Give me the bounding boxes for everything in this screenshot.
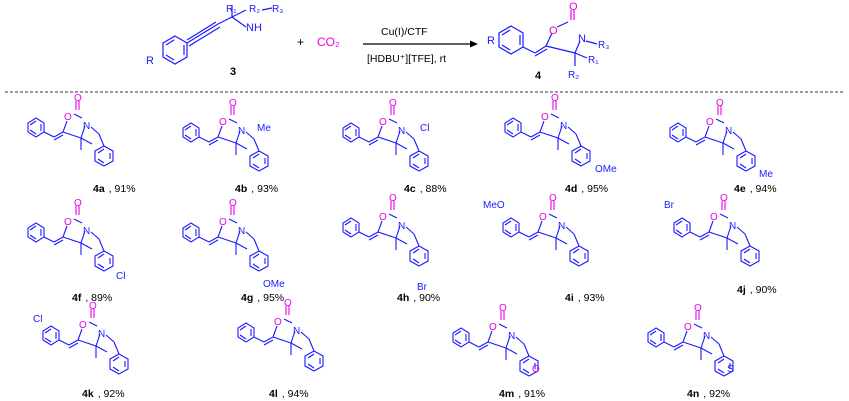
oxazolidinone-core xyxy=(342,97,415,156)
compound-id: 4k, 92% xyxy=(82,388,125,400)
product-n: N xyxy=(578,33,586,45)
product-r3: R₃ xyxy=(598,40,609,51)
reactant-r3: R₃ xyxy=(272,4,283,15)
n-benzyl-group xyxy=(409,138,429,172)
reactant-r1: R₁ xyxy=(226,4,237,15)
n-benzyl-group xyxy=(249,238,269,272)
compound-4i: MeO 4i, 93% xyxy=(483,192,605,304)
reactant-r2: R₂ xyxy=(249,4,260,15)
oxazolidinone-core xyxy=(673,192,746,251)
substituent-label: MeO xyxy=(483,200,505,211)
n-benzyl-group xyxy=(736,138,756,172)
substituent-label: OMe xyxy=(263,279,285,290)
compound-4k: Cl 4k, 92% xyxy=(33,300,129,400)
oxazolidinone-core xyxy=(342,192,415,251)
oxazolidinone-core xyxy=(182,97,255,156)
heteroatom-label: O xyxy=(532,364,540,375)
oxazolidinone-core xyxy=(27,92,100,151)
plus-sign: + xyxy=(297,35,304,49)
compound-id: 4a, 91% xyxy=(93,183,136,195)
reactant-label: 3 xyxy=(230,66,236,78)
substituent-label: Br xyxy=(417,282,428,293)
oxazolidinone-core xyxy=(27,197,100,256)
product-r1: R₁ xyxy=(588,55,599,66)
substituent-label: Me xyxy=(759,169,773,180)
oxazolidinone-core xyxy=(42,300,115,359)
compound-id: 4g, 95% xyxy=(241,292,284,304)
product-o-ring: O xyxy=(549,25,558,37)
oxazolidinone-core xyxy=(669,97,742,156)
condition-bottom: [HDBU⁺][TFE], rt xyxy=(367,53,446,65)
compound-grid: 4a, 91% Me 4b, 93% Cl 4c, 88% OMe 4d, 95% Me 4e,… xyxy=(27,92,777,400)
n-benzyl-group xyxy=(94,133,114,167)
arrow-head xyxy=(470,40,478,48)
n-benzyl-group xyxy=(304,338,324,372)
compound-id: 4c, 88% xyxy=(404,183,447,195)
compound-id: 4m, 91% xyxy=(499,388,545,400)
n-benzyl-group xyxy=(740,233,760,267)
compound-id: 4l, 94% xyxy=(269,388,309,400)
compound-4b: Me 4b, 93% xyxy=(182,97,278,195)
reactant-nh: NH xyxy=(246,22,262,34)
compound-4c: Cl 4c, 88% xyxy=(342,97,447,195)
oxazolidinone-core xyxy=(504,92,577,151)
compound-id: 4b, 93% xyxy=(235,183,278,195)
compound-4g: OMe 4g, 95% xyxy=(182,197,285,304)
compound-id: 4h, 90% xyxy=(397,292,440,304)
reactant-r: R xyxy=(146,55,154,67)
compound-id: 4e, 94% xyxy=(734,183,777,195)
n-benzyl-group xyxy=(249,138,269,172)
substituent-label: Cl xyxy=(33,314,42,325)
compound-4d: OMe 4d, 95% xyxy=(504,92,617,195)
oxazolidinone-core xyxy=(237,297,310,356)
reactant-3 xyxy=(162,5,273,65)
oxazolidinone-core xyxy=(182,197,255,256)
substituent-label: Br xyxy=(664,200,675,211)
substituent-label: OMe xyxy=(595,164,617,175)
n-benzyl-group xyxy=(571,133,591,167)
product-label: 4 xyxy=(535,70,542,82)
substituent-label: Cl xyxy=(116,271,125,282)
compound-4j: Br 4j, 90% xyxy=(664,192,777,296)
product-r2: R₂ xyxy=(568,70,579,81)
substituent-label: Me xyxy=(257,123,271,134)
compound-4l: 4l, 94% xyxy=(237,297,324,400)
product-r: R xyxy=(487,35,495,47)
compound-id: 4j, 90% xyxy=(737,284,777,296)
compound-4a: 4a, 91% xyxy=(27,92,136,195)
compound-id: 4i, 93% xyxy=(565,292,605,304)
product-o-carbonyl: O xyxy=(569,1,578,13)
product-4 xyxy=(498,21,598,66)
substituent-label: Cl xyxy=(420,123,429,134)
oxazolidinone-core xyxy=(647,302,720,361)
compound-4m: O 4m, 91% xyxy=(452,302,545,400)
oxazolidinone-core xyxy=(452,302,525,361)
compound-4n: S 4n, 92% xyxy=(647,302,734,400)
compound-id: 4d, 95% xyxy=(565,183,608,195)
oxazolidinone-core xyxy=(502,192,575,251)
condition-top: Cu(I)/CTF xyxy=(381,26,428,38)
n-benzyl-group xyxy=(94,238,114,272)
compound-4e: Me 4e, 94% xyxy=(669,97,777,195)
co2-label: CO₂ xyxy=(317,35,340,49)
heteroatom-label: S xyxy=(727,364,734,375)
n-benzyl-group xyxy=(569,233,589,267)
compound-id: 4n, 92% xyxy=(687,388,730,400)
n-benzyl-group xyxy=(409,233,429,267)
n-benzyl-group xyxy=(109,341,129,375)
